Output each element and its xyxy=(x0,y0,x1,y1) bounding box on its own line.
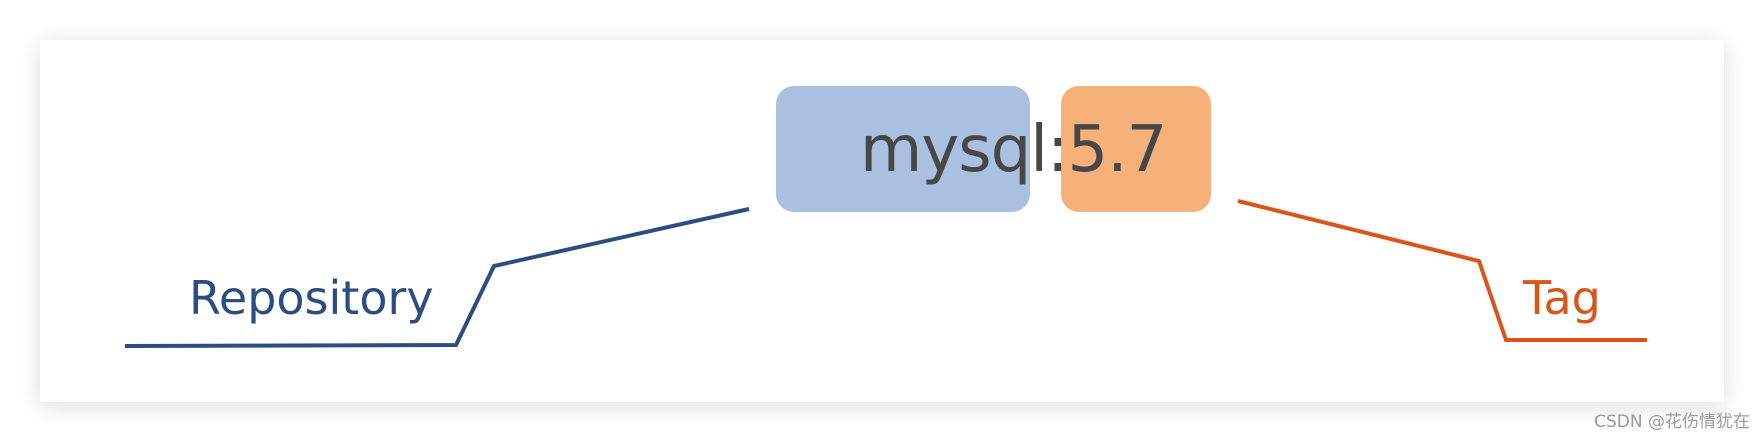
tag-label: Tag xyxy=(1523,271,1601,325)
image-name-text: mysql:5.7 xyxy=(860,113,1167,187)
tag-highlight-box xyxy=(1061,86,1211,212)
repository-leader-line xyxy=(124,207,750,348)
repository-highlight-box xyxy=(776,86,1030,212)
tag-leader-line xyxy=(1237,199,1647,342)
repository-label: Repository xyxy=(189,271,434,325)
watermark-text: CSDN @花伤情犹在 xyxy=(1594,412,1750,432)
